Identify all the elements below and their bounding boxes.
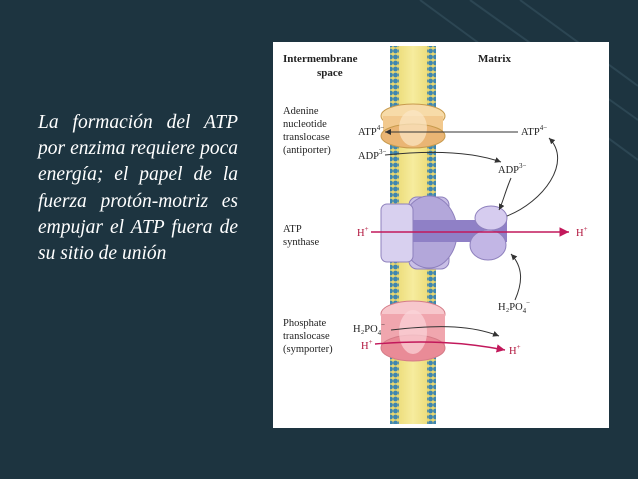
adp-intermembrane: ADP3− (358, 148, 387, 162)
h-phosphate-left: H+ (361, 338, 373, 352)
h2po4-intermembrane: H₂PO4− (353, 321, 385, 337)
phosphate-to-synthase-arrow (511, 254, 521, 300)
atp-transport-figure: Intermembrane space Matrix Adenine nucle… (273, 42, 609, 428)
intermembrane-label: Intermembrane (283, 53, 358, 65)
h2po4-matrix: H₂PO4− (498, 299, 530, 315)
h-phosphate-right: H+ (509, 343, 521, 357)
adp-to-synthase-arrow (499, 178, 511, 210)
translocase-label: translocase (283, 132, 330, 143)
phosphate-translocase-label: translocase (283, 331, 330, 342)
synthase-label: synthase (283, 237, 320, 248)
antiporter-label: (antiporter) (283, 145, 331, 156)
phosphate-translocase (381, 301, 445, 361)
h-synthase-left: H+ (357, 225, 369, 239)
membrane-diagram: Intermembrane space Matrix Adenine nucle… (273, 42, 609, 428)
nucleotide-label: nucleotide (283, 119, 327, 130)
phosphate-label: Phosphate (283, 318, 327, 329)
matrix-label: Matrix (478, 53, 511, 65)
atp-label: ATP (283, 224, 302, 235)
adenine-label: Adenine (283, 106, 319, 117)
adp-matrix: ADP3− (498, 162, 527, 176)
space-label: space (317, 67, 343, 79)
synthase-to-atp-arrow (507, 138, 558, 216)
atp-intermembrane: ATP4− (358, 124, 384, 138)
atp-matrix: ATP4− (521, 124, 547, 138)
symporter-label: (symporter) (283, 344, 333, 355)
h-synthase-right: H+ (576, 225, 588, 239)
adenine-nucleotide-translocase (381, 104, 445, 148)
slide-body-text: La formación del ATP por enzima requiere… (38, 110, 238, 267)
